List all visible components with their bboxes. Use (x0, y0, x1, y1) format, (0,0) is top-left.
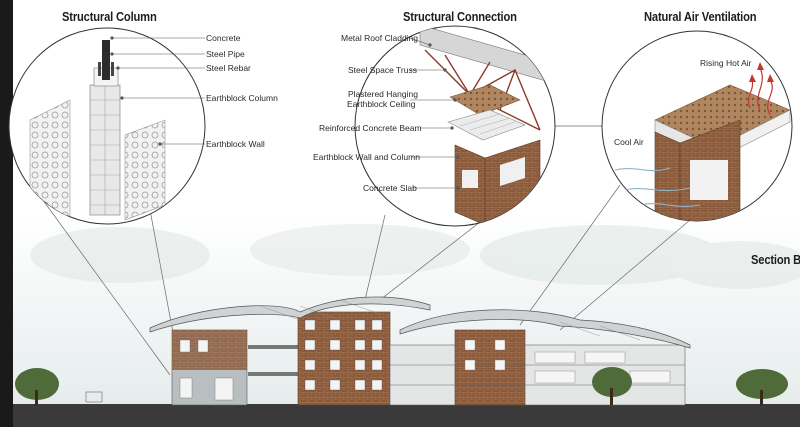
label-reinforced-concrete-beam: Reinforced Concrete Beam (319, 123, 422, 133)
label-earthblock-ceiling: Earthblock Ceiling (347, 99, 416, 109)
section-b-building (13, 296, 800, 427)
label-earthblock-wall-and-column: Earthblock Wall and Column (313, 152, 420, 162)
trees (15, 367, 788, 405)
natural-air-ventilation-title: Natural Air Ventilation (644, 9, 757, 24)
label-earthblock-column: Earthblock Column (206, 93, 278, 103)
label-steel-pipe: Steel Pipe (206, 49, 245, 59)
structural-column-title: Structural Column (62, 9, 157, 24)
structural-column-detail (8, 27, 206, 225)
ventilation-detail (601, 30, 793, 222)
label-rising-hot-air: Rising Hot Air (700, 58, 752, 68)
label-cool-air: Cool Air (614, 137, 644, 147)
label-earthblock-wall: Earthblock Wall (206, 139, 265, 149)
ground (13, 404, 800, 427)
structural-connection-detail (354, 25, 556, 227)
label-concrete-slab: Concrete Slab (363, 183, 417, 193)
structural-connection-title: Structural Connection (403, 9, 517, 24)
background-foliage (30, 224, 800, 289)
label-concrete: Concrete (206, 33, 241, 43)
section-b-label: Section B (751, 252, 800, 267)
label-steel-space-truss: Steel Space Truss (348, 65, 417, 75)
left-edge-bar (0, 0, 13, 427)
label-metal-roof-cladding: Metal Roof Cladding (341, 33, 419, 43)
label-steel-rebar: Steel Rebar (206, 63, 251, 73)
label-plastered-hanging: Plastered Hanging (348, 89, 418, 99)
